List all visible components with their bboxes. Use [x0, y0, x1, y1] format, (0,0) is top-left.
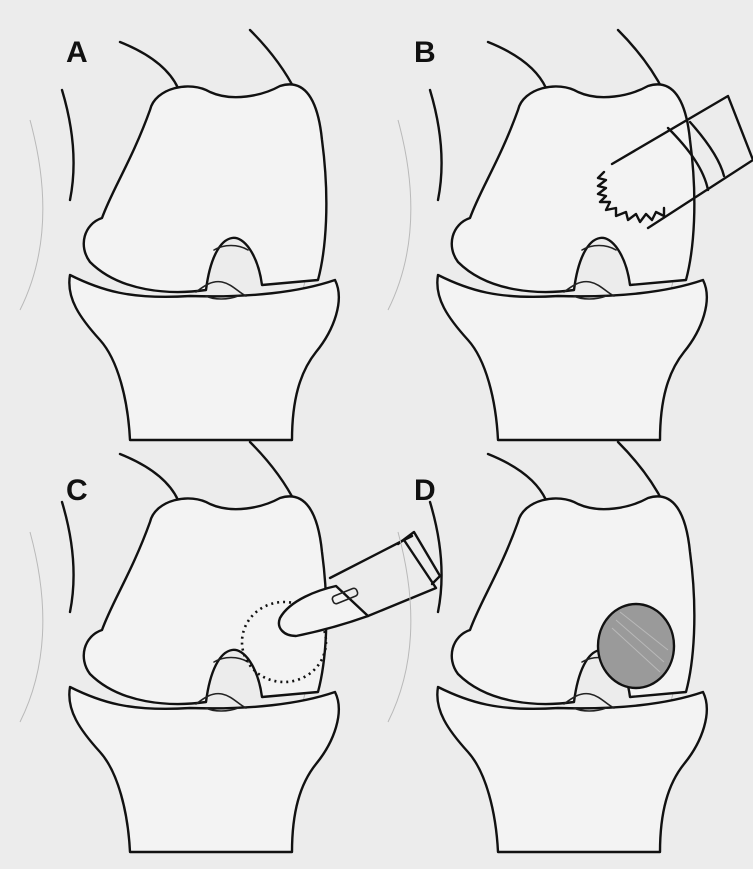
panel-label-b: B: [414, 36, 436, 69]
knee-joint-illustration: [20, 30, 339, 440]
panel-d: D: [388, 442, 707, 852]
panel-label-a: A: [66, 36, 88, 69]
panel-a: A: [20, 30, 339, 440]
panel-b: B: [388, 30, 753, 440]
panel-label-c: C: [66, 474, 88, 507]
panel-c: C: [20, 442, 440, 852]
knee-joint-illustration: [388, 30, 707, 440]
panel-label-d: D: [414, 474, 436, 507]
